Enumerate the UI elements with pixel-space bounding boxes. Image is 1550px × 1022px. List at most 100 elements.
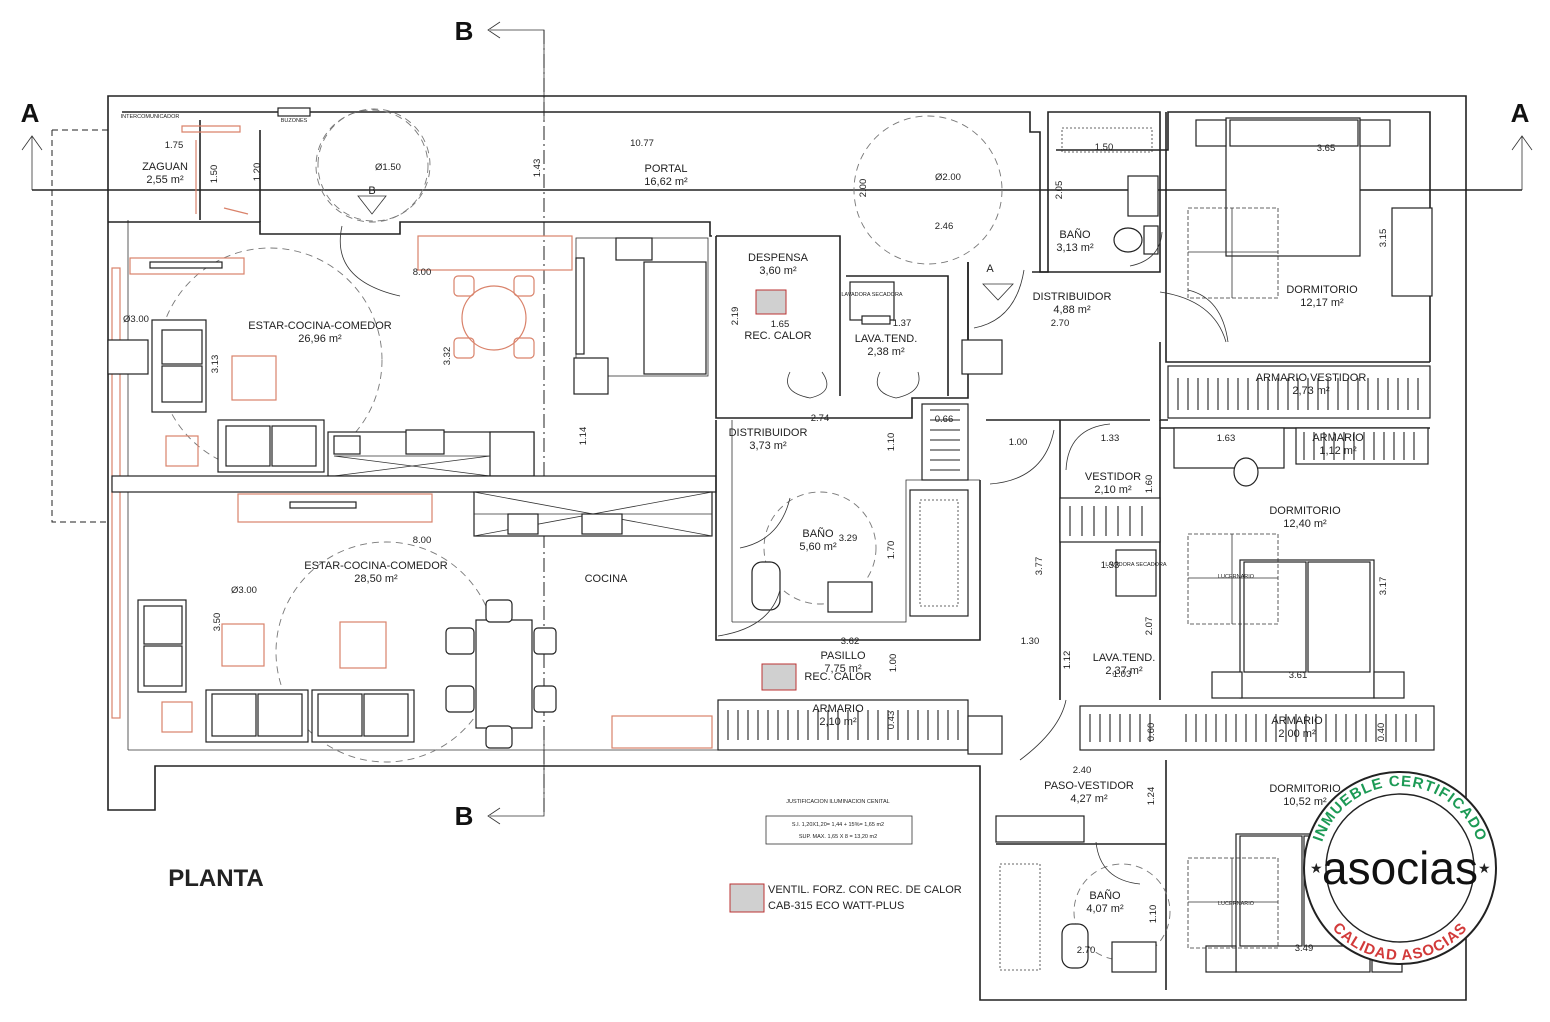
wardrobe-row-lower bbox=[1019, 699, 1435, 761]
dim-d040: 0.40 bbox=[1376, 723, 1387, 742]
corridor-wardrobe bbox=[717, 699, 1003, 755]
dim-d1077: 10.77 bbox=[630, 138, 654, 149]
room-area-zaguan: 2,55 m² bbox=[146, 174, 184, 186]
dim-d800b: 8.00 bbox=[413, 535, 432, 546]
living-room-lower bbox=[137, 541, 713, 763]
dim-d800a: 8.00 bbox=[413, 267, 432, 278]
room-name-distribuidor1: DISTRIBUIDOR bbox=[729, 427, 808, 439]
room-name-armario2: ARMARIO bbox=[1312, 432, 1364, 444]
room-area-bano3: 4,07 m² bbox=[1086, 903, 1124, 915]
lucernario-label-1: LUCERNARIO bbox=[1218, 574, 1255, 580]
justification-title: JUSTIFICACION ILUMINACION CENITAL bbox=[786, 799, 890, 805]
living-room-upper bbox=[107, 235, 709, 719]
dim-d350: 3.50 bbox=[212, 613, 223, 632]
dim-d137: 1.37 bbox=[893, 318, 912, 329]
dim-d060: 0.60 bbox=[1146, 723, 1157, 742]
room-area-bano1: 5,60 m² bbox=[799, 541, 837, 553]
dim-d110b: 1.10 bbox=[1148, 905, 1159, 924]
dim-d361: 3.61 bbox=[1289, 670, 1308, 681]
dim-d110: 1.10 bbox=[886, 433, 897, 452]
room-name-bano1: BAÑO bbox=[802, 527, 834, 540]
seal-star-right: ★ bbox=[1478, 860, 1491, 876]
room-name-bano3: BAÑO bbox=[1089, 889, 1121, 902]
mailboxes-label: BUZONES bbox=[281, 118, 308, 124]
room-area-lavatend2: 2,37 m² bbox=[1105, 665, 1143, 677]
room-name-pasillo: PASILLO bbox=[820, 650, 865, 662]
dim-d160: 1.60 bbox=[1144, 475, 1155, 494]
bedroom-block-upper bbox=[1046, 112, 1433, 419]
room-area-estar2: 28,50 m² bbox=[354, 573, 398, 585]
dim-d120: 1.20 bbox=[252, 163, 263, 182]
dim-d124: 1.24 bbox=[1146, 787, 1157, 806]
rec-calor-label-1: REC. CALOR bbox=[744, 330, 811, 342]
dim-d270b: 2.70 bbox=[1077, 945, 1096, 956]
dim-d100a: 1.00 bbox=[1009, 437, 1028, 448]
turning-circle-150: Ø1.50 bbox=[375, 162, 401, 173]
seal-star-left: ★ bbox=[1310, 860, 1323, 876]
section-b-bottom-label: B bbox=[455, 801, 474, 831]
dim-d200: 2.00 bbox=[858, 179, 869, 198]
section-a-left-label: A bbox=[21, 98, 40, 128]
room-name-cocina: COCINA bbox=[585, 573, 628, 585]
certification-seal: INMUEBLE CERTIFICADO CALIDAD ASOCIAS aso… bbox=[1303, 771, 1497, 965]
dim-d066: 0.66 bbox=[935, 414, 954, 425]
room-name-lavatend1: LAVA.TEND. bbox=[855, 333, 918, 345]
turning-circle-300-upper: Ø3.00 bbox=[123, 314, 149, 325]
room-area-estar1: 26,96 m² bbox=[298, 333, 342, 345]
justification-box bbox=[765, 815, 913, 845]
dim-d313: 3.13 bbox=[210, 355, 221, 374]
dim-d143: 1.43 bbox=[532, 159, 543, 178]
rec-calor-icon-1 bbox=[755, 289, 787, 315]
section-marker-b-bottom: B bbox=[455, 740, 545, 831]
room-area-bano2: 3,13 m² bbox=[1056, 242, 1094, 254]
room-name-bano2: BAÑO bbox=[1059, 228, 1091, 241]
room-name-armariovest: ARMARIO VESTIDOR bbox=[1256, 372, 1367, 384]
room-name-despensa: DESPENSA bbox=[748, 252, 809, 264]
room-area-armariovest: 2,73 m² bbox=[1292, 385, 1330, 397]
room-area-lavatend1: 2,38 m² bbox=[867, 346, 905, 358]
plan-title: PLANTA bbox=[168, 865, 264, 892]
lavadora-label-2: LAVADORA SECADORA bbox=[1105, 562, 1167, 568]
room-name-estar1: ESTAR-COCINA-COMEDOR bbox=[248, 320, 391, 332]
lavadora-label-1: LAVADORA SECADORA bbox=[841, 292, 903, 298]
room-name-zaguan: ZAGUAN bbox=[142, 161, 188, 173]
turning-circle-300-lower: Ø3.00 bbox=[231, 585, 257, 596]
room-name-dormitorio1: DORMITORIO bbox=[1286, 284, 1358, 296]
dim-d349: 3.49 bbox=[1295, 943, 1314, 954]
room-area-vestidor: 2,10 m² bbox=[1094, 484, 1132, 496]
dim-d207: 2.07 bbox=[1144, 617, 1155, 636]
dim-d270: 2.70 bbox=[1051, 318, 1070, 329]
section-marker-a-right: A bbox=[1511, 98, 1533, 190]
dim-d150a: 1.50 bbox=[209, 165, 220, 184]
room-area-portal: 16,62 m² bbox=[644, 176, 688, 188]
portal-area: A B bbox=[108, 107, 1025, 329]
service-core bbox=[715, 235, 981, 641]
room-area-dormitorio3: 10,52 m² bbox=[1283, 796, 1327, 808]
turning-circle-200: Ø2.00 bbox=[935, 172, 961, 183]
section-a-right-label: A bbox=[1511, 98, 1530, 128]
room-name-armario1: ARMARIO bbox=[812, 703, 864, 715]
dim-d112: 1.12 bbox=[1062, 651, 1073, 670]
door-marker-a: A bbox=[986, 263, 994, 275]
dim-d150b: 1.50 bbox=[1095, 142, 1114, 153]
room-name-portal: PORTAL bbox=[645, 163, 688, 175]
dim-d315: 3.15 bbox=[1378, 229, 1389, 248]
dim-d240: 2.40 bbox=[1073, 765, 1092, 776]
dim-d103: 1.03 bbox=[1113, 669, 1132, 680]
dim-d205: 2.05 bbox=[1054, 181, 1065, 200]
dim-d175: 1.75 bbox=[165, 140, 184, 151]
dim-d274: 2.74 bbox=[811, 413, 830, 424]
dim-d317: 3.17 bbox=[1378, 577, 1389, 596]
seal-logo: asocias bbox=[1322, 842, 1478, 894]
distributor-right bbox=[961, 262, 1227, 421]
legend-rec-icon bbox=[729, 883, 765, 913]
room-name-estar2: ESTAR-COCINA-COMEDOR bbox=[304, 560, 447, 572]
room-name-pasovestidor: PASO-VESTIDOR bbox=[1044, 780, 1134, 792]
room-name-lavatend2: LAVA.TEND. bbox=[1093, 652, 1156, 664]
room-name-dormitorio3: DORMITORIO bbox=[1269, 783, 1341, 795]
rec-calor-icon-2 bbox=[761, 663, 797, 691]
room-area-dormitorio1: 12,17 m² bbox=[1300, 297, 1344, 309]
room-area-dormitorio2: 12,40 m² bbox=[1283, 518, 1327, 530]
